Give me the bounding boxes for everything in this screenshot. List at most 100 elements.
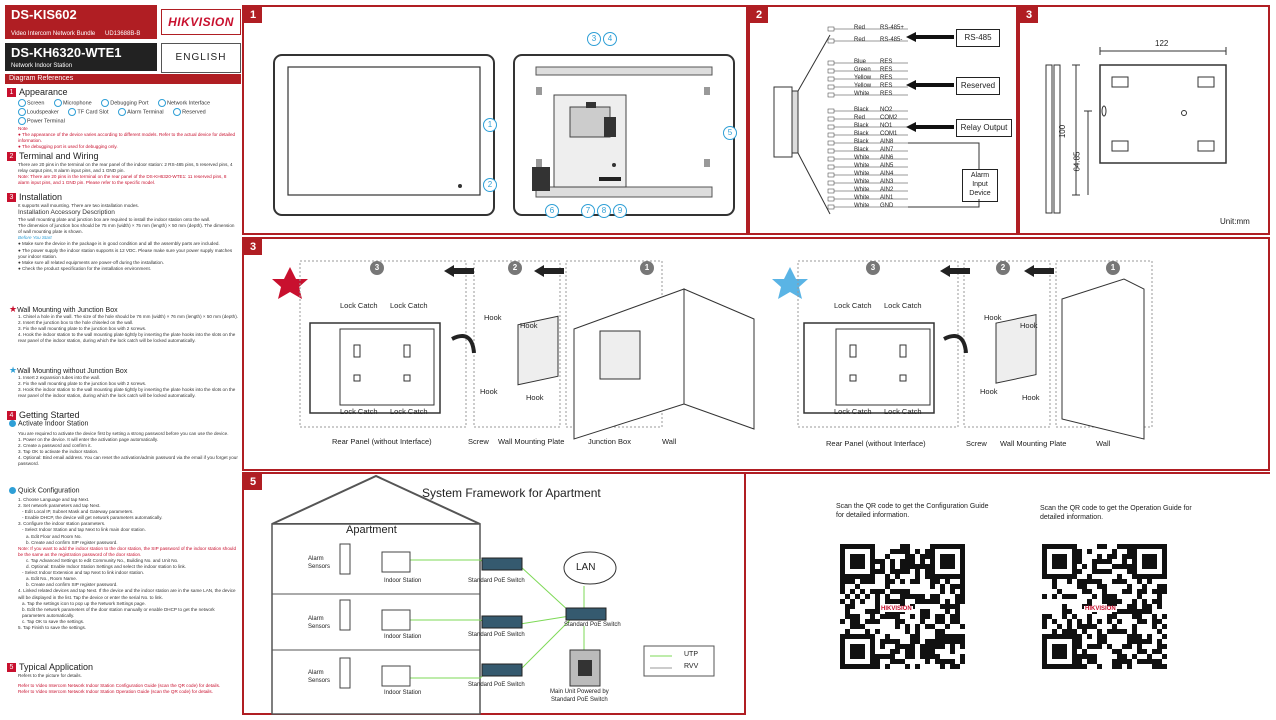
wire-terminal <box>827 68 835 74</box>
qr-module <box>860 554 865 559</box>
qr-module <box>895 574 900 579</box>
qr-module <box>1092 559 1097 564</box>
wire-terminal <box>827 148 835 154</box>
qr-module <box>1122 609 1127 614</box>
installation-text: It supports wall mounting. There are two… <box>18 203 235 271</box>
qr-module <box>845 664 850 669</box>
header-model2-bar: DS-KH6320-WTE1 Network Indoor Station <box>5 43 157 71</box>
wire-terminal <box>827 180 835 186</box>
qr-module <box>860 544 865 549</box>
qr-module <box>935 654 940 659</box>
qr-module <box>870 564 875 569</box>
qr-module <box>905 549 910 554</box>
qr-module <box>890 659 895 664</box>
qr-module <box>850 624 855 629</box>
qr-module <box>1077 624 1082 629</box>
qr-module <box>940 614 945 619</box>
qr-module <box>950 604 955 609</box>
qr-module <box>845 634 850 639</box>
qr-module <box>865 619 870 624</box>
qr-module <box>905 624 910 629</box>
qr-module <box>955 599 960 604</box>
language-label: ENGLISH <box>161 43 241 73</box>
qr-module <box>950 639 955 644</box>
qr-module <box>870 554 875 559</box>
qr-module <box>1102 544 1107 549</box>
red-star-icon: ★ <box>9 304 18 314</box>
qr-module <box>870 619 875 624</box>
wire-pin-label: RES <box>880 91 893 97</box>
unit-label: Unit:mm <box>1220 217 1250 226</box>
qr-module <box>870 544 875 549</box>
qr-module <box>950 559 955 564</box>
qr-module <box>840 584 845 589</box>
qr-module <box>1122 629 1127 634</box>
qr-module <box>955 619 960 624</box>
qr-module <box>1042 649 1047 654</box>
qr-module <box>1092 579 1097 584</box>
qr-module <box>1107 594 1112 599</box>
qr-module <box>1147 654 1152 659</box>
qr-module <box>875 604 880 609</box>
qr-module <box>1152 619 1157 624</box>
qr-module <box>1132 629 1137 634</box>
qr-module <box>945 599 950 604</box>
qr-module <box>930 569 935 574</box>
qr-module <box>855 664 860 669</box>
qr-module <box>880 564 885 569</box>
qr-module <box>1107 554 1112 559</box>
qr-codes[interactable] <box>746 474 1270 717</box>
qr-module <box>870 609 875 614</box>
qr-module <box>1057 664 1062 669</box>
qr-module <box>1162 554 1167 559</box>
qr-module <box>955 639 960 644</box>
qr-module <box>1042 619 1047 624</box>
qr-module <box>930 579 935 584</box>
qr-module <box>1157 544 1162 549</box>
wire-pin-label: COM2 <box>880 115 898 121</box>
qr-module <box>1162 654 1167 659</box>
qr-module <box>945 639 950 644</box>
wire-color-label: Green <box>854 67 871 73</box>
qr-module <box>1082 624 1087 629</box>
qr-module <box>960 554 965 559</box>
qr-module <box>1132 634 1137 639</box>
qr-module <box>1052 584 1057 589</box>
hook-label: Hook <box>480 387 498 396</box>
qr-module <box>1062 559 1067 564</box>
hikvision-logo: HIKVISION <box>161 9 241 35</box>
qr-module <box>1052 644 1057 649</box>
qr-module <box>1057 649 1062 654</box>
qr-module <box>1102 569 1107 574</box>
qr-module <box>895 614 900 619</box>
qr-module <box>870 649 875 654</box>
qr-module <box>1132 654 1137 659</box>
lock-catch-label: Lock Catch <box>884 407 922 416</box>
qr-module <box>1117 609 1122 614</box>
qr-module <box>1062 629 1067 634</box>
qr-module <box>1137 659 1142 664</box>
qr-module <box>840 589 845 594</box>
qr-module <box>1047 634 1052 639</box>
qr-module <box>1042 594 1047 599</box>
qr-module <box>1082 589 1087 594</box>
qr-module <box>855 559 860 564</box>
qr-module <box>1132 554 1137 559</box>
qr-module <box>855 594 860 599</box>
qr-module <box>860 664 865 669</box>
sensors-label: Sensors <box>308 624 331 630</box>
qr-brand-1: HIKVISION <box>880 606 913 612</box>
qr-module <box>1122 554 1127 559</box>
qr-module <box>950 589 955 594</box>
qr-module <box>960 589 965 594</box>
qr-module <box>1127 609 1132 614</box>
qr-module <box>1097 584 1102 589</box>
qr-module <box>1137 574 1142 579</box>
qr-module <box>860 589 865 594</box>
indoor-station-label: Indoor Station <box>384 690 422 696</box>
dim-height2: 64.85 <box>1072 151 1082 172</box>
qr-module <box>1162 569 1167 574</box>
qr-module <box>850 619 855 624</box>
qr-module <box>865 579 870 584</box>
